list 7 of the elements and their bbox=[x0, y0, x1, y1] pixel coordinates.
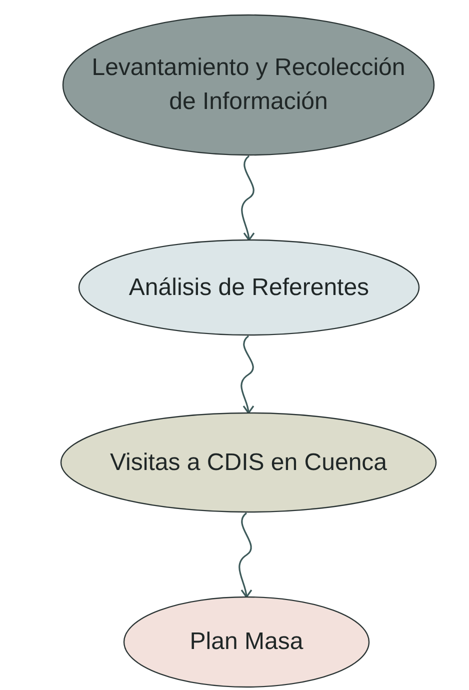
node-label: Análisis de Referentes bbox=[128, 272, 370, 303]
node-label: Levantamiento y Recolección de Información bbox=[90, 53, 406, 117]
node-label: Visitas a CDIS en Cuenca bbox=[110, 448, 388, 478]
node-label: Plan Masa bbox=[190, 627, 304, 658]
squiggle-arrow bbox=[240, 335, 254, 414]
squiggle-arrow bbox=[241, 155, 254, 241]
squiggle-arrow bbox=[238, 512, 252, 598]
